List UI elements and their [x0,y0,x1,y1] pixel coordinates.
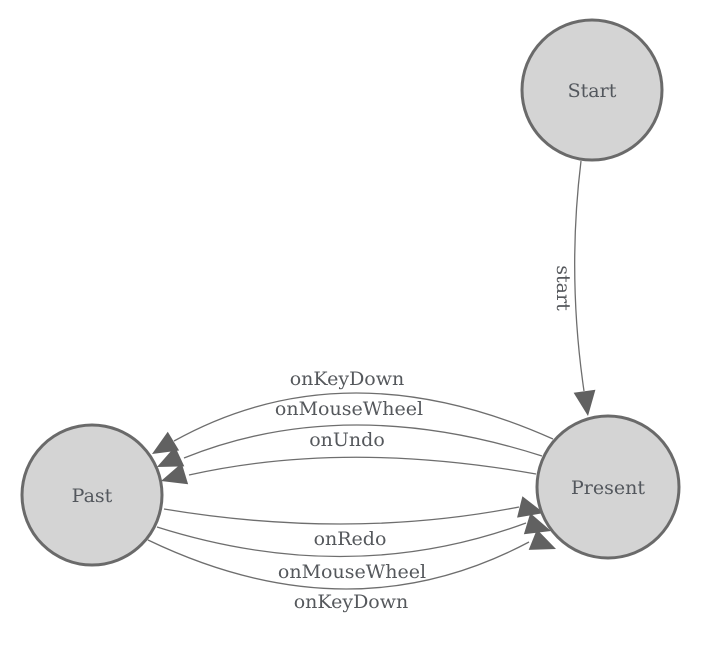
edge-label-onmousewheel-to-present: onMouseWheel [278,561,426,583]
node-present[interactable]: Present [535,414,681,560]
edge-past-to-present-onkeydown [147,539,530,590]
node-start-circle [520,18,664,162]
edge-label-onundo: onUndo [309,429,385,451]
edge-past-to-present-onredo [163,506,520,525]
node-present-label: Present [571,477,645,499]
edge-start-to-present [574,160,585,392]
edge-present-to-past-onkeydown [173,392,554,442]
edge-label-onkeydown-to-past: onKeyDown [290,368,405,390]
node-past[interactable]: Past [20,423,164,567]
edge-label-onmousewheel-to-past: onMouseWheel [275,398,423,420]
arrowhead-present-to-past-onundo [161,463,189,485]
edge-present-to-past-onundo [188,456,537,476]
edge-present-to-past-onmousewheel [183,424,543,459]
arrowhead-past-to-present-onkeydown [528,529,556,550]
edge-past-to-present-onmousewheel [156,522,527,558]
node-present-circle [535,414,681,560]
edge-label-onkeydown-to-present: onKeyDown [294,591,409,613]
node-start-label: Start [568,80,617,102]
arrowhead-present-to-past-onmousewheel [157,446,185,467]
edge-label-onredo: onRedo [314,528,387,550]
edge-label-start: start [552,265,574,311]
arrowhead-past-to-present-onredo [517,496,544,518]
node-past-label: Past [72,485,113,507]
arrowhead-start-to-present [573,389,596,416]
arrowhead-past-to-present-onmousewheel [523,513,551,535]
node-start[interactable]: Start [520,18,664,162]
arrowhead-present-to-past-onkeydown [152,431,180,454]
node-past-circle [20,423,164,567]
